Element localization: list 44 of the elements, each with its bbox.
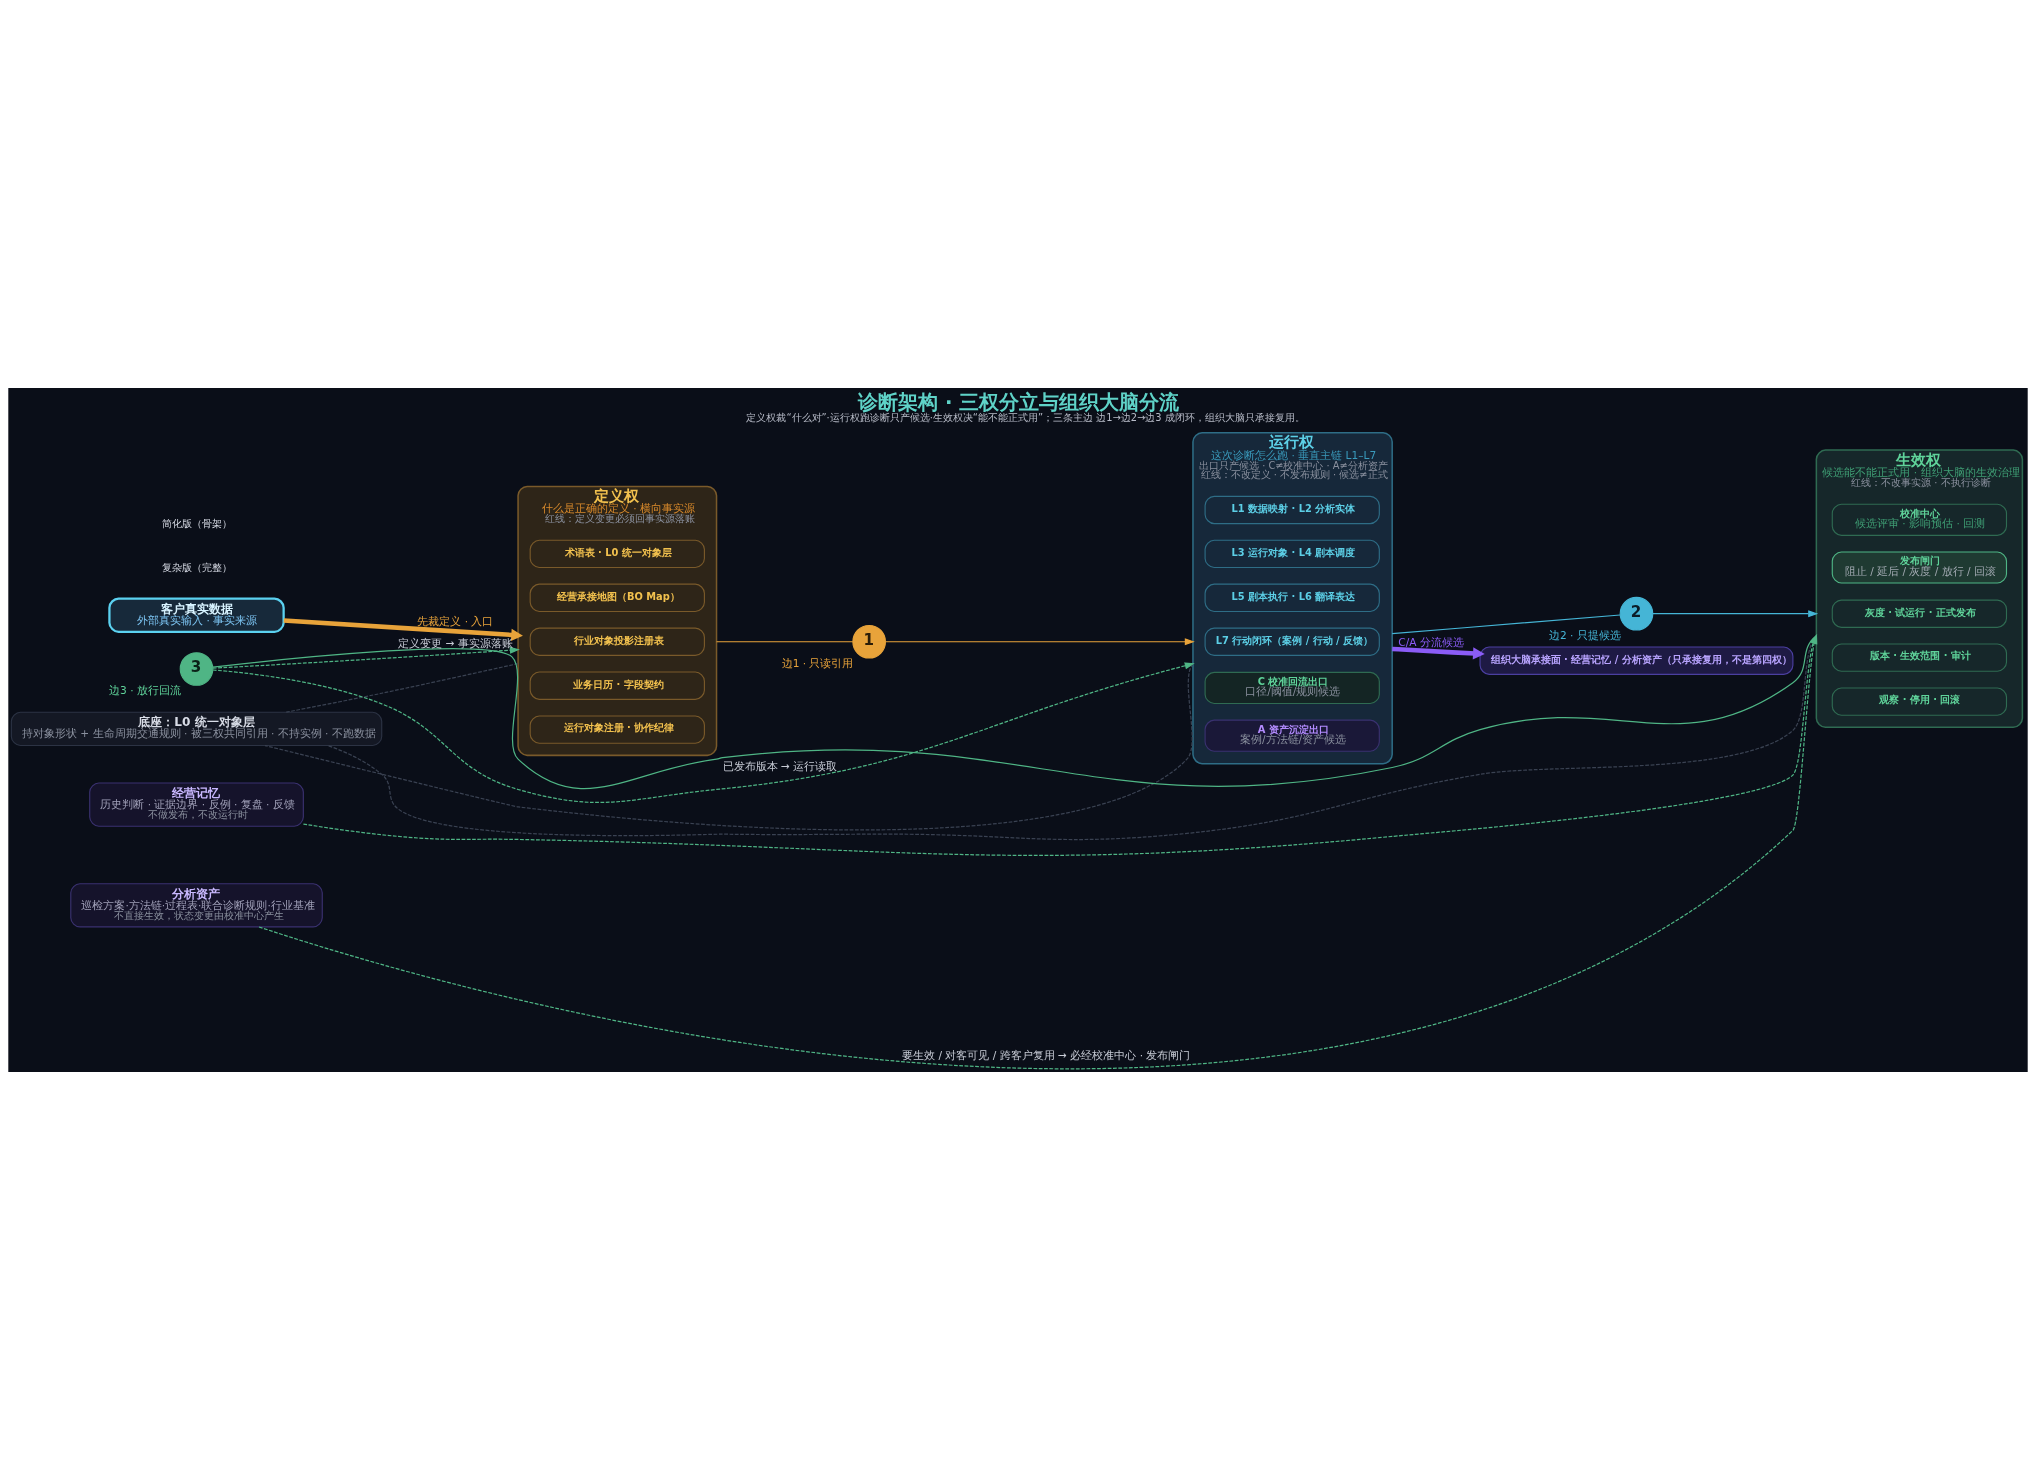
arrow	[1392, 646, 1485, 660]
arrow	[1652, 610, 1819, 618]
node-box: 业务日历 · 字段契约	[529, 671, 705, 700]
node-box: 校准中心 候选评审 · 影响预估 · 回测	[1831, 503, 2008, 536]
label: 简化版（骨架）	[161, 517, 232, 529]
node-box: 版本 · 生效范围 · 审计	[1831, 643, 2008, 672]
node-box: 观察 · 停用 · 回滚	[1831, 687, 2008, 716]
node-box: 发布闸门 阻止 / 延后 / 灰度 / 放行 / 回滚	[1831, 551, 2008, 584]
node-box: C 校准回流出口 口径/阈值/规则候选	[1204, 671, 1380, 705]
connector	[715, 641, 854, 643]
node-circle: 1	[852, 624, 886, 659]
edge-label: 先裁定义 · 入口	[417, 615, 494, 628]
arrow	[885, 638, 1195, 646]
arrow	[212, 662, 1195, 804]
node-circle: 2	[1619, 596, 1654, 631]
node-box: L5 剧本执行 · L6 翻译表达	[1204, 583, 1380, 613]
node-label: 边1 · 只读引用	[781, 656, 854, 669]
node-box: L1 数据映射 · L2 分析实体	[1204, 495, 1380, 525]
node-label: 边3 · 放行回流	[109, 683, 181, 696]
node-box: 经营承接地图（BO Map）	[529, 583, 705, 613]
connector	[285, 663, 519, 713]
node-box: 客户真实数据 外部真实输入 · 事实来源	[108, 597, 285, 634]
connector	[264, 663, 1194, 831]
node-box: A 资产沉淀出口 案例/方法链/资产候选	[1204, 719, 1380, 752]
arrow	[283, 618, 523, 642]
node-box: 运行对象注册 · 协作纪律	[529, 715, 705, 744]
edge-label: 已发布版本 → 运行读取	[722, 759, 838, 772]
node-box: 底座：L0 统一对象层 持对象形状 + 生命周期交通规则 · 被三权共同引用 · 不持实例 · 不跑数据	[10, 711, 383, 747]
node-box: L3 运行对象 · L4 剧本调度	[1204, 539, 1380, 569]
node-box: 组织大脑承接面 · 经营记忆 / 分析资产（只承接复用，不是第四权）	[1479, 646, 1794, 675]
node-box: 经营记忆 历史判断 · 证据边界 · 反例 · 复盘 · 反馈 不做发布，不改运行时	[89, 782, 304, 827]
node-box: L7 行动闭环（案例 / 行动 / 反馈）	[1204, 627, 1380, 656]
edge-label: 定义变更 → 事实源落账	[398, 637, 514, 650]
node-box: 术语表 · L0 统一对象层	[529, 539, 705, 569]
node-label: 边2 · 只提候选	[1548, 628, 1621, 641]
node-box: 行业对象投影注册表	[529, 627, 705, 656]
connector	[1391, 614, 1621, 635]
node-circle: 3	[179, 652, 214, 686]
label: 复杂版（完整）	[161, 561, 232, 573]
node-box: 灰度 · 试运行 · 正式发布	[1831, 599, 2008, 628]
node-box: 分析资产 巡检方案·方法链·过程表·联合诊断规则·行业基准 不直接生效，状态变更由校准中心产生	[70, 883, 323, 928]
edge-label: C/A 分流候选	[1398, 636, 1464, 649]
arrow	[212, 646, 520, 669]
edge-label: 要生效 / 对客可见 / 跨客户复用 → 必经校准中心 · 发布闸门	[902, 1048, 1191, 1061]
